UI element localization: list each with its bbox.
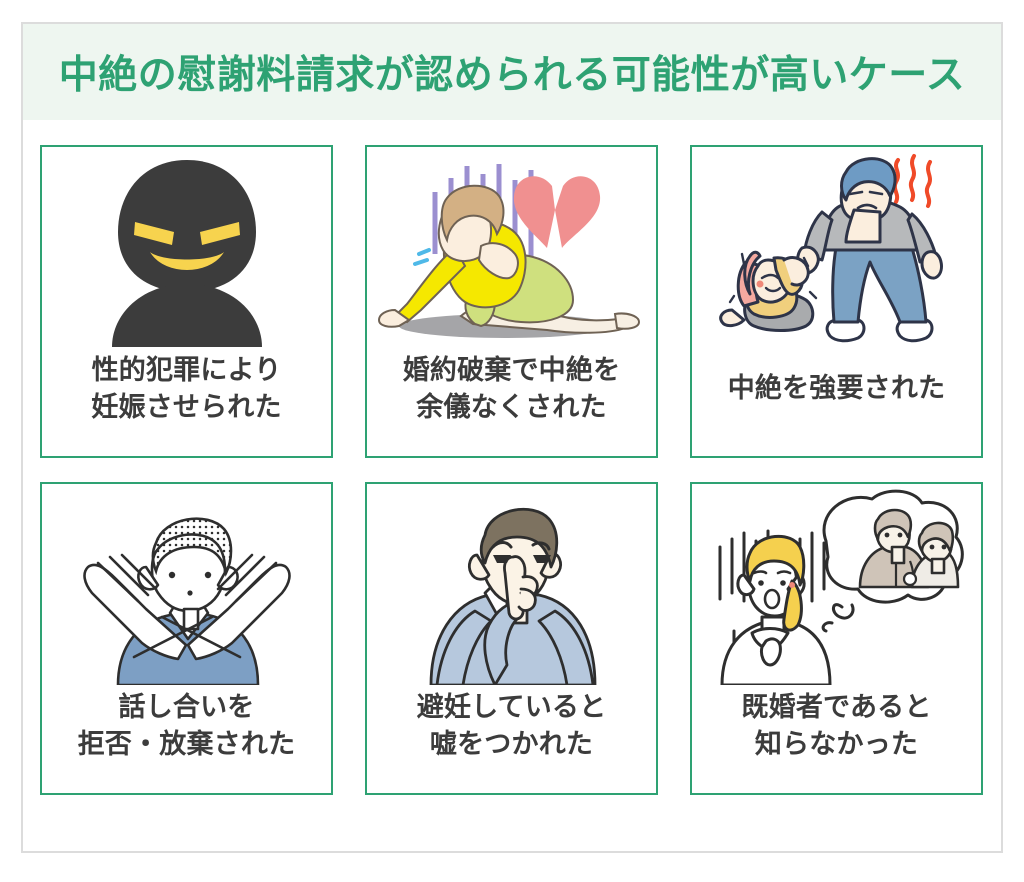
card-label-line: 嘘をつかれた bbox=[429, 728, 594, 759]
card-label-line: 中絶を強要された bbox=[727, 373, 946, 403]
page-title: 中絶の慰謝料請求が認められる可能性が高いケース bbox=[58, 54, 966, 97]
card-sexual-crime[interactable]: 性的犯罪により 妊娠させられた bbox=[40, 145, 333, 458]
crying-woman-broken-heart-icon bbox=[367, 147, 656, 352]
card-forced-abortion[interactable]: 中絶を強要された bbox=[690, 145, 983, 458]
card-engagement-broken[interactable]: 婚約破棄で中絶を 余儀なくされた bbox=[365, 145, 658, 458]
card-hidden-marriage[interactable]: 既婚者であると 知らなかった bbox=[690, 482, 983, 795]
card-label-line: 拒否・放棄された bbox=[77, 728, 296, 759]
angry-man-cowering-woman-icon bbox=[692, 147, 981, 352]
card-label-line: 避妊していると bbox=[416, 692, 607, 722]
crossed-arms-refusal-icon bbox=[42, 484, 331, 689]
card-contraception-lie[interactable]: 避妊していると 嘘をつかれた bbox=[365, 482, 658, 795]
menacing-silhouette-icon bbox=[42, 147, 331, 352]
card-label: 性的犯罪により 妊娠させられた bbox=[42, 352, 331, 426]
card-label-line: 余儀なくされた bbox=[416, 391, 607, 422]
cards-grid: 性的犯罪により 妊娠させられた bbox=[40, 145, 984, 795]
card-label: 婚約破棄で中絶を 余儀なくされた bbox=[367, 352, 656, 426]
card-label-line: 知らなかった bbox=[754, 728, 919, 759]
card-label: 既婚者であると 知らなかった bbox=[692, 689, 981, 763]
card-label-line: 性的犯罪により bbox=[91, 355, 282, 385]
shocked-woman-thought-bubble-icon bbox=[692, 484, 981, 689]
card-label-line: 妊娠させられた bbox=[91, 391, 282, 422]
shushing-man-icon bbox=[367, 484, 656, 689]
card-label: 話し合いを 拒否・放棄された bbox=[42, 689, 331, 763]
card-label: 中絶を強要された bbox=[692, 352, 981, 407]
card-label: 避妊していると 嘘をつかれた bbox=[367, 689, 656, 763]
card-label-line: 婚約破棄で中絶を bbox=[402, 355, 621, 385]
header-band: 中絶の慰謝料請求が認められる可能性が高いケース bbox=[23, 24, 1001, 120]
card-label-line: 既婚者であると bbox=[741, 692, 932, 722]
outer-frame: 中絶の慰謝料請求が認められる可能性が高いケース bbox=[21, 22, 1003, 853]
card-refused-discussion[interactable]: 話し合いを 拒否・放棄された bbox=[40, 482, 333, 795]
card-label-line: 話し合いを bbox=[118, 692, 255, 722]
